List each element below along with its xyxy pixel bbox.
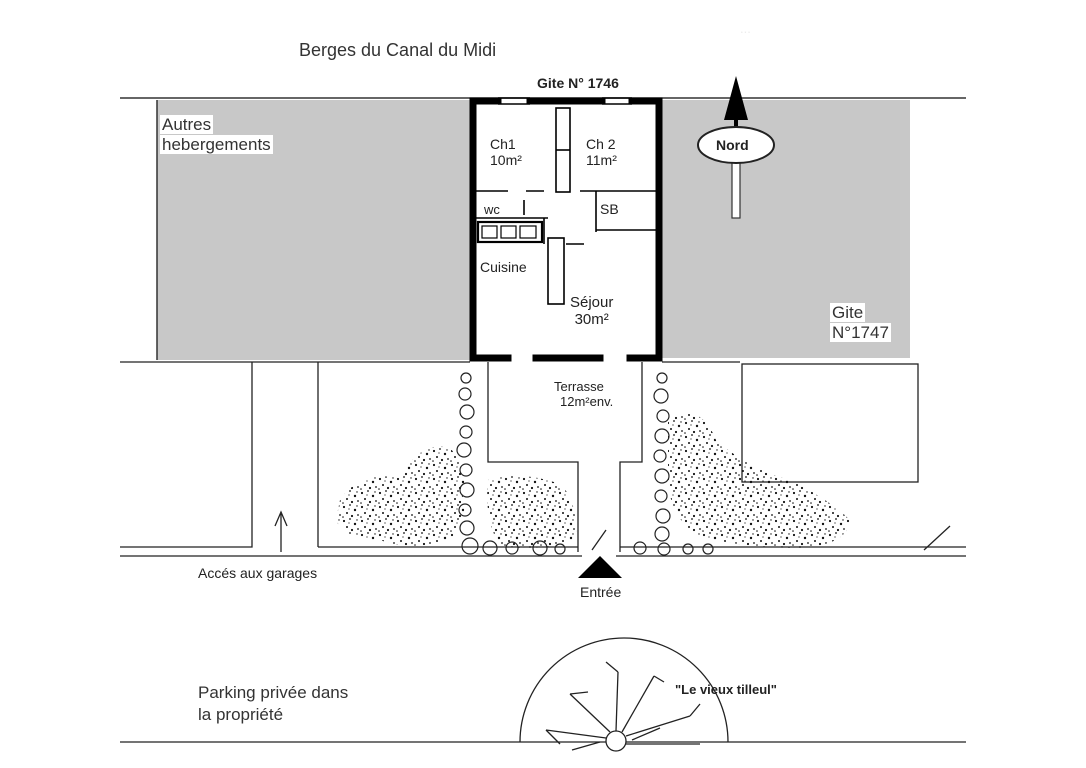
hedge-right [633,372,714,556]
kitchen-counter [476,220,544,244]
room-ch1-name: Ch1 [490,136,516,152]
room-sejour-name: Séjour [570,294,614,311]
entree-label: Entrée [580,584,622,600]
room-ch1-area: 10m² [490,152,522,169]
faint-text: ... [740,21,751,36]
ground-lines [120,361,966,743]
interior-partitions [476,107,656,305]
entrance-marker-icon [578,556,622,578]
parking-line1: Parking privée dans [198,683,349,702]
room-wc: wc [484,202,500,217]
hedge-left [456,372,566,556]
room-ch2-name: Ch 2 [586,136,616,152]
canal-label: Berges du Canal du Midi [299,40,497,60]
garage-arrow-icon [274,510,288,552]
room-sejour-area: 30m² [574,311,609,329]
terrasse-label: Terrasse 12m²env. [554,379,614,410]
left-block-line1: Autres [160,115,214,134]
room-ch2: Ch 2 11m² [586,136,617,168]
right-block-line1: Gite [830,303,866,322]
parking-line2: la propriété [198,705,284,725]
lime-tree-icon [519,637,729,752]
room-sb: SB [600,201,619,217]
room-ch1: Ch1 10m² [490,136,522,168]
left-block-label: Autres hebergements [160,115,273,154]
parking-label: Parking privée dans la propriété [198,682,348,726]
left-block-line2: hebergements [160,134,273,154]
terrasse-name: Terrasse [554,379,604,394]
north-arrow-icon [697,76,775,219]
gite-title: Gite N° 1746 [537,75,619,91]
room-ch2-area: 11m² [586,152,617,169]
north-label: Nord [716,137,749,153]
right-block-line2: N°1747 [830,322,891,342]
gite-walls [469,97,663,362]
right-block-label: Gite N°1747 [830,303,891,342]
garden-shrubs [336,413,850,548]
tree-label: "Le vieux tilleul" [675,682,777,697]
room-sejour: Séjour 30m² [570,294,613,329]
garage-label: Accés aux garages [198,565,318,581]
room-cuisine: Cuisine [480,259,527,275]
terrasse-area: 12m²env. [560,393,614,409]
